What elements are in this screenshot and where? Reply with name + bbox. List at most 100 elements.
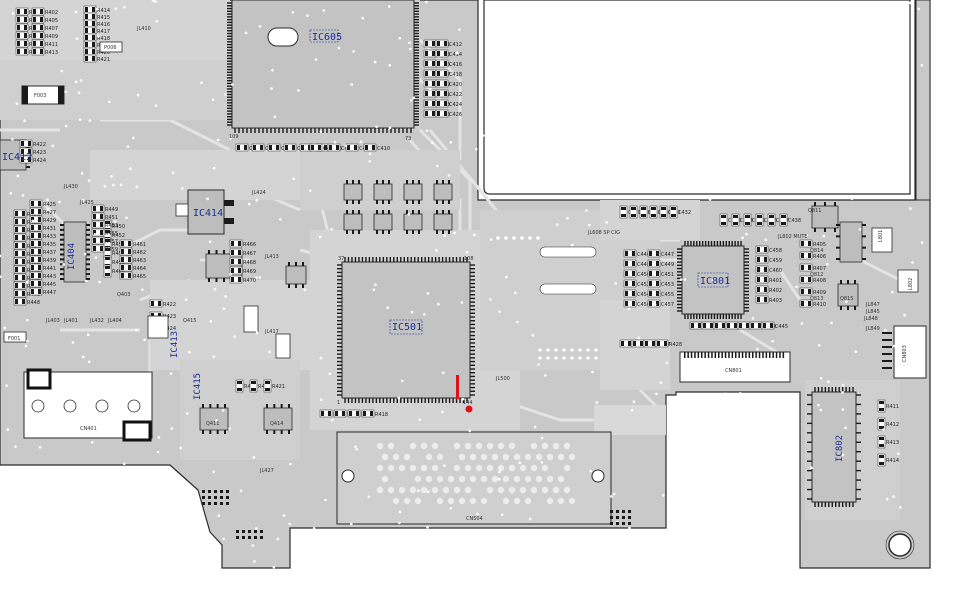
cn401-label: CN401 <box>80 426 97 432</box>
smd-pad <box>33 25 36 30</box>
smd-outline <box>799 275 813 284</box>
via <box>135 328 138 332</box>
smd-pad <box>425 111 428 116</box>
smd-part <box>649 205 658 219</box>
ic605-package <box>227 0 419 133</box>
ic-pin <box>862 246 866 249</box>
via <box>400 379 404 383</box>
ref-designator: R406 <box>813 254 826 260</box>
smd-pad <box>38 257 41 262</box>
smd-pad <box>31 201 34 206</box>
ref-designator: R425 <box>43 202 56 208</box>
ic-pin <box>740 314 742 319</box>
smd-pad <box>621 207 626 210</box>
smd-pad <box>17 49 20 54</box>
via <box>46 198 49 202</box>
smd-pad <box>625 251 628 256</box>
ref-designator: C457 <box>661 302 674 308</box>
ic-pin <box>358 230 360 234</box>
ic-pin <box>302 128 304 133</box>
smd-part <box>15 15 29 24</box>
ref-designator: R459 <box>105 247 118 253</box>
via <box>255 276 258 279</box>
q411-label: Q411 <box>206 421 219 427</box>
smd-pad <box>727 323 730 328</box>
via <box>80 172 84 175</box>
ic-pin <box>701 241 704 246</box>
ref-designator: R423 <box>33 150 46 156</box>
via <box>431 141 434 145</box>
ic-pin <box>60 278 64 280</box>
ic-pin <box>807 469 812 472</box>
via <box>388 64 392 67</box>
smd-pad <box>31 225 34 230</box>
smd-pad <box>121 273 124 278</box>
ic-pin <box>227 104 232 107</box>
ic-pin <box>60 243 64 246</box>
smd-part <box>31 15 45 24</box>
ic-pin <box>414 57 419 60</box>
ic-pin <box>448 180 450 184</box>
ic-pin <box>414 66 419 68</box>
smd-pad <box>38 233 41 238</box>
ic-pin <box>338 128 340 133</box>
via <box>612 492 616 496</box>
via <box>359 140 363 144</box>
smd-pad <box>128 265 131 270</box>
ic-pin <box>848 502 851 507</box>
ic404-package-body <box>63 221 87 283</box>
ref-designator: C460 <box>769 268 782 274</box>
smd-pad <box>85 35 88 40</box>
via <box>472 233 476 237</box>
via <box>129 167 132 170</box>
smd-outline <box>629 205 638 219</box>
via <box>253 560 256 563</box>
smd-outline <box>31 7 45 16</box>
ic-pin <box>227 43 232 46</box>
ic-pin <box>266 430 268 434</box>
ic-pin <box>406 200 408 204</box>
smd-outline <box>19 139 33 148</box>
smd-pad <box>432 51 435 56</box>
smd-part <box>435 39 449 48</box>
jl425-label: JL425 <box>79 200 94 206</box>
smd-part <box>251 143 265 152</box>
ic-pin <box>836 224 840 226</box>
smd-part <box>725 321 739 330</box>
smd-outline <box>647 259 661 268</box>
cn801-pin <box>745 352 747 358</box>
ic-pin <box>208 250 210 254</box>
ic801-package-body <box>681 245 745 315</box>
ref-designator: R411 <box>886 404 899 410</box>
smd-outline <box>755 255 769 264</box>
ic-pin <box>270 128 272 133</box>
via <box>679 278 683 281</box>
via <box>659 381 663 385</box>
ic-pin <box>227 74 232 76</box>
ic-pin <box>407 257 409 262</box>
ic-pin <box>280 430 283 434</box>
ic-pin <box>716 314 719 319</box>
smd-part <box>119 263 133 272</box>
ic-right-package-body <box>839 221 863 263</box>
ic-pin <box>227 107 232 110</box>
cn401-pin <box>127 399 141 413</box>
via <box>425 0 428 4</box>
via <box>441 371 445 374</box>
via <box>289 462 292 466</box>
smd-part <box>91 220 105 229</box>
ic-pin <box>436 210 438 214</box>
via <box>630 409 634 412</box>
ic-pin <box>227 54 232 57</box>
via <box>417 489 420 493</box>
ic-pin <box>402 128 404 133</box>
ic-pin <box>234 128 236 133</box>
via <box>911 261 914 264</box>
ic-pin <box>351 257 353 262</box>
ic-pin <box>337 282 342 285</box>
ic-pin <box>836 258 840 260</box>
via-grid <box>214 502 217 505</box>
ic-pin <box>744 290 749 293</box>
smd-part <box>31 31 45 40</box>
ic-pin <box>856 479 861 481</box>
